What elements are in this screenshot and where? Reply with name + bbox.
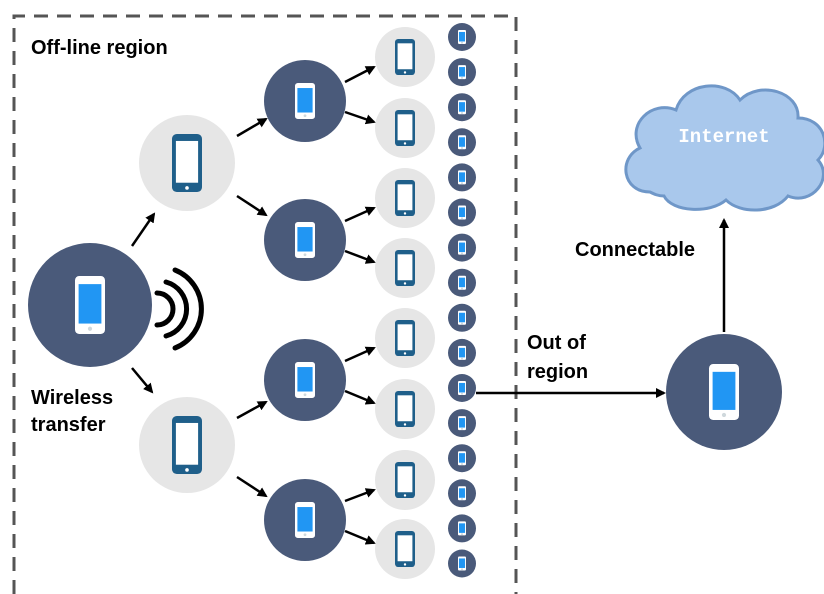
smartphone-icon bbox=[295, 222, 315, 258]
flow-arrow bbox=[344, 529, 376, 545]
smartphone-icon bbox=[458, 275, 466, 290]
flow-arrow bbox=[344, 110, 376, 125]
offline-region-label: Off-line region bbox=[31, 37, 168, 59]
leaf-device-node bbox=[448, 514, 476, 543]
leaf-device-node bbox=[448, 198, 476, 227]
relay-device-node-level2 bbox=[264, 339, 346, 421]
smartphone-icon bbox=[458, 240, 466, 255]
connected-device-node bbox=[666, 334, 782, 450]
flow-arrow bbox=[131, 367, 154, 394]
nodes-layer bbox=[28, 23, 782, 579]
flow-arrow bbox=[344, 488, 376, 503]
leaf-device-node bbox=[448, 58, 476, 87]
flow-arrow bbox=[344, 389, 376, 405]
relay-device-node-level2 bbox=[264, 60, 346, 142]
arrows-layer bbox=[130, 65, 729, 545]
flow-arrow bbox=[236, 475, 268, 498]
smartphone-icon bbox=[395, 180, 415, 216]
smartphone-icon bbox=[458, 30, 466, 44]
relay-device-node-level3 bbox=[375, 98, 435, 158]
relay-device-node-level3 bbox=[375, 519, 435, 579]
smartphone-icon bbox=[395, 462, 415, 498]
smartphone-icon bbox=[458, 451, 466, 466]
relay-device-node-level3 bbox=[375, 379, 435, 439]
smartphone-icon bbox=[458, 135, 466, 150]
leaf-device-node bbox=[448, 23, 476, 51]
smartphone-icon bbox=[458, 416, 466, 431]
smartphone-icon bbox=[709, 364, 739, 420]
relay-device-node-level3 bbox=[375, 450, 435, 510]
relay-device-node-level2 bbox=[264, 199, 346, 281]
wireless-signal-icon bbox=[154, 267, 204, 351]
smartphone-icon bbox=[458, 170, 466, 185]
smartphone-icon bbox=[295, 362, 315, 398]
smartphone-icon bbox=[395, 250, 415, 286]
out-of-region-label-line1: Out of bbox=[527, 332, 586, 354]
smartphone-icon bbox=[172, 134, 202, 192]
flow-arrow bbox=[344, 65, 376, 84]
smartphone-icon bbox=[458, 310, 466, 325]
smartphone-icon bbox=[395, 110, 415, 146]
smartphone-icon bbox=[458, 521, 466, 536]
leaf-device-node bbox=[448, 268, 476, 297]
smartphone-icon bbox=[295, 502, 315, 538]
smartphone-icon bbox=[458, 65, 466, 80]
leaf-device-node bbox=[448, 163, 476, 192]
flow-arrow bbox=[130, 212, 156, 247]
smartphone-icon bbox=[395, 531, 415, 567]
smartphone-icon bbox=[395, 391, 415, 427]
wireless-transfer-label-line2: transfer bbox=[31, 414, 106, 436]
leaf-device-node bbox=[448, 303, 476, 332]
leaf-device-node bbox=[448, 479, 476, 508]
relay-device-node-level1 bbox=[139, 397, 235, 493]
smartphone-icon bbox=[458, 556, 466, 571]
smartphone-icon bbox=[395, 320, 415, 356]
smartphone-icon bbox=[458, 345, 466, 360]
leaf-device-node bbox=[448, 93, 476, 122]
internet-label: Internet bbox=[678, 126, 769, 148]
smartphone-icon bbox=[295, 83, 315, 119]
leaf-device-node bbox=[448, 233, 476, 262]
leaf-device-node bbox=[448, 444, 476, 473]
source-device-node bbox=[28, 243, 152, 367]
smartphone-icon bbox=[75, 276, 105, 334]
flow-arrow bbox=[344, 206, 376, 223]
smartphone-icon bbox=[458, 486, 466, 501]
smartphone-icon bbox=[458, 205, 466, 220]
flow-arrow bbox=[236, 117, 268, 138]
connectable-label: Connectable bbox=[575, 239, 695, 261]
relay-device-node-level3 bbox=[375, 168, 435, 228]
relay-device-node-level3 bbox=[375, 238, 435, 298]
out-of-region-label-line2: region bbox=[527, 361, 588, 383]
leaf-device-node bbox=[448, 374, 476, 402]
leaf-device-node bbox=[448, 128, 476, 157]
flow-arrow bbox=[344, 346, 376, 363]
flow-arrow bbox=[236, 194, 268, 217]
smartphone-icon bbox=[395, 39, 415, 75]
smartphone-icon bbox=[172, 416, 202, 474]
offline-region-border bbox=[12, 14, 518, 594]
smartphone-icon bbox=[458, 381, 466, 395]
leaf-device-node bbox=[448, 338, 476, 367]
relay-device-node-level3 bbox=[375, 27, 435, 87]
relay-device-node-level2 bbox=[264, 479, 346, 561]
leaf-device-node bbox=[448, 549, 476, 578]
wireless-transfer-label-line1: Wireless bbox=[31, 387, 113, 409]
relay-device-node-level3 bbox=[375, 308, 435, 368]
relay-device-node-level1 bbox=[139, 115, 235, 211]
flow-arrow bbox=[344, 249, 376, 264]
flow-arrow bbox=[236, 400, 268, 420]
leaf-device-node bbox=[448, 409, 476, 438]
cloud-icon bbox=[624, 84, 824, 212]
smartphone-icon bbox=[458, 100, 466, 115]
